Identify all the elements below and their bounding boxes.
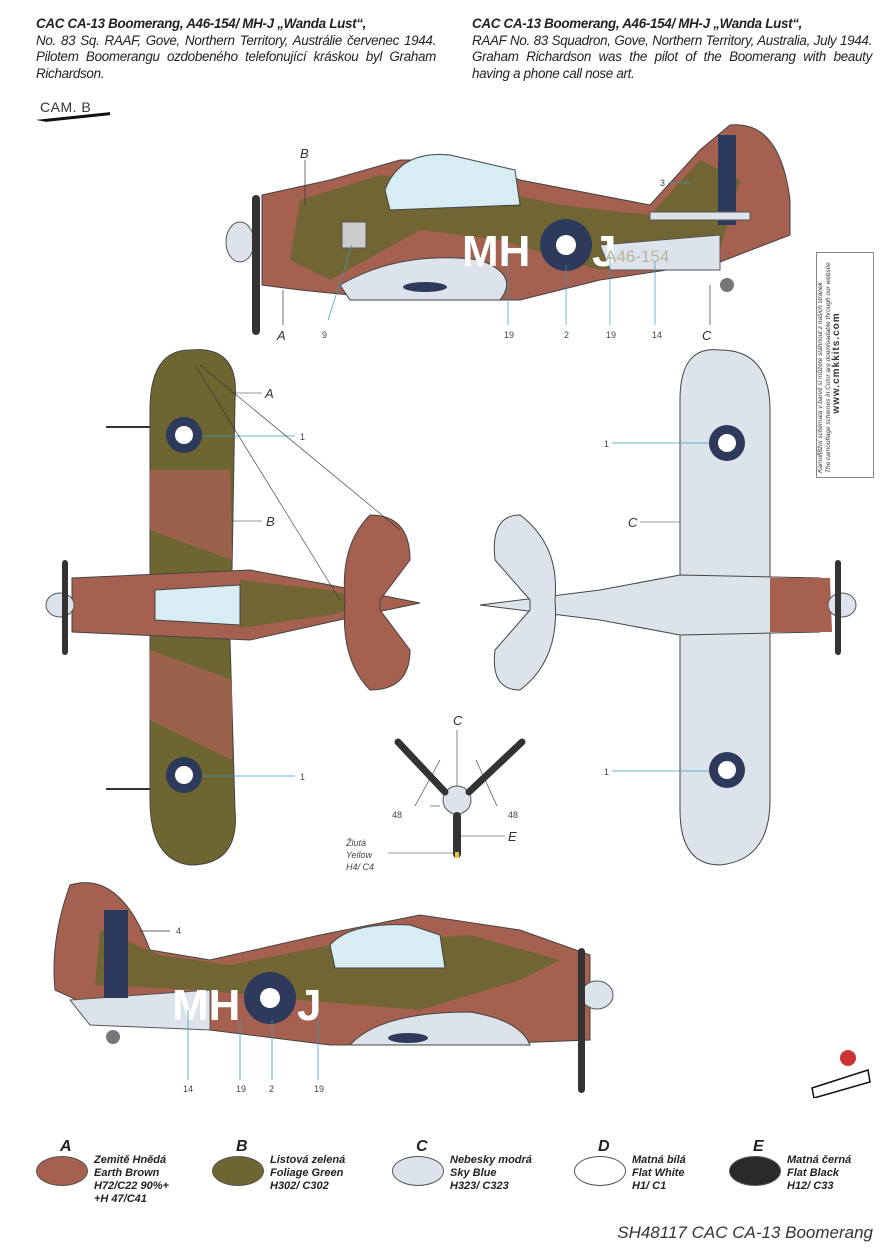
callout-48: 48 (508, 810, 518, 820)
callout-1: 1 (604, 439, 609, 449)
propeller-right (578, 948, 585, 1093)
bottom-view: 1 C 1 (479, 349, 857, 866)
prop-tip-color-cz: Žlutá (345, 838, 366, 848)
callout-A: A (276, 328, 286, 343)
legend-letter: E (753, 1138, 764, 1155)
legend-letter: D (598, 1138, 610, 1155)
callout-14: 14 (652, 330, 662, 340)
website-note-cz: Kamufl8žní schémata v barvě si můžete st… (817, 282, 824, 473)
tailwheel (720, 278, 734, 292)
callout-14: 14 (183, 1084, 193, 1094)
propeller-top (62, 560, 68, 655)
tail-stripe (718, 135, 736, 225)
side-view-left: MH J A46-154 B 3 A 9 19 2 19 14 C (225, 124, 791, 343)
title-english: CAC CA-13 Boomerang, A46-154/ MH-J „Wand… (472, 16, 803, 31)
roundel-underwing (403, 282, 447, 292)
gunze-sangyo-logo (811, 1050, 871, 1098)
code-letter-individual: J (297, 981, 321, 1030)
canopy (384, 153, 521, 211)
description-czech: CAC CA-13 Boomerang, A46-154/ MH-J „Wand… (36, 16, 436, 82)
tailplane-bottom (493, 514, 557, 691)
callout-2: 2 (564, 330, 569, 340)
code-letter-individual: J (592, 227, 616, 276)
callout-1: 1 (604, 767, 609, 777)
color-swatch (574, 1156, 626, 1186)
callout-1: 1 (300, 432, 305, 442)
callout-E: E (508, 829, 517, 844)
propeller-blade (252, 195, 260, 335)
prop-tip-color-code: H4/ C4 (346, 862, 374, 872)
canopy-right (329, 924, 446, 969)
kit-title-footer: SH48117 CAC CA-13 Boomerang (617, 1223, 873, 1242)
text-czech: No. 83 Sq. RAAF, Gove, Northern Territor… (36, 32, 436, 81)
color-swatch (36, 1156, 88, 1186)
callout-C: C (628, 515, 638, 530)
callout-2: 2 (269, 1084, 274, 1094)
legend-letter: C (416, 1138, 428, 1155)
legend-letter: B (236, 1138, 248, 1155)
camouflage-label: CAM. B (40, 99, 92, 115)
code-letters: MH (462, 227, 530, 276)
website-notice: Kamufl8žní schémata v barvě si můžete st… (816, 252, 874, 478)
callout-B: B (300, 146, 309, 161)
spinner (225, 221, 255, 263)
cowling-bottom (770, 578, 832, 632)
callout-B: B (266, 514, 275, 529)
callout-4: 4 (176, 926, 181, 936)
prop-tip-color-en: Yellow (346, 850, 373, 860)
spinner-top (45, 592, 75, 618)
tailplane (649, 211, 751, 221)
callout-9: 9 (322, 330, 327, 340)
serial-number: A46-154 (605, 247, 669, 266)
callout-C: C (453, 713, 463, 728)
lower-fuselage (599, 234, 721, 271)
website-url[interactable]: www.cmkkits.com (831, 312, 842, 414)
text-english: RAAF No. 83 Squadron, Gove, Northern Ter… (472, 32, 872, 81)
top-view: A 1 B 1 (45, 349, 421, 866)
title-czech: CAC CA-13 Boomerang, A46-154/ MH-J „Wand… (36, 16, 367, 31)
canopy-top (154, 584, 241, 626)
callout-48: 48 (392, 810, 402, 820)
callout-19: 19 (236, 1084, 246, 1094)
callout-19: 19 (606, 330, 616, 340)
color-swatch (212, 1156, 264, 1186)
side-view-right: MH J 4 14 19 2 19 (53, 882, 614, 1094)
callout-19: 19 (504, 330, 514, 340)
spinner-bottom (827, 592, 857, 618)
callout-19: 19 (314, 1084, 324, 1094)
description-english: CAC CA-13 Boomerang, A46-154/ MH-J „Wand… (472, 16, 872, 82)
color-swatch (392, 1156, 444, 1186)
callout-C: C (702, 328, 712, 343)
callout-3: 3 (660, 178, 665, 188)
tail-stripe-right (104, 910, 128, 998)
nose-art (341, 221, 367, 249)
tailplane-top (343, 514, 411, 691)
color-swatch (729, 1156, 781, 1186)
propeller-bottom (835, 560, 841, 655)
legend-letter: A (60, 1138, 72, 1155)
callout-1: 1 (300, 772, 305, 782)
wing-underside (339, 257, 508, 301)
propeller-front-view: C 48 48 E Žlutá Yellow H4/ C4 (345, 713, 526, 872)
code-letters: MH (172, 981, 240, 1030)
callout-A: A (264, 386, 274, 401)
